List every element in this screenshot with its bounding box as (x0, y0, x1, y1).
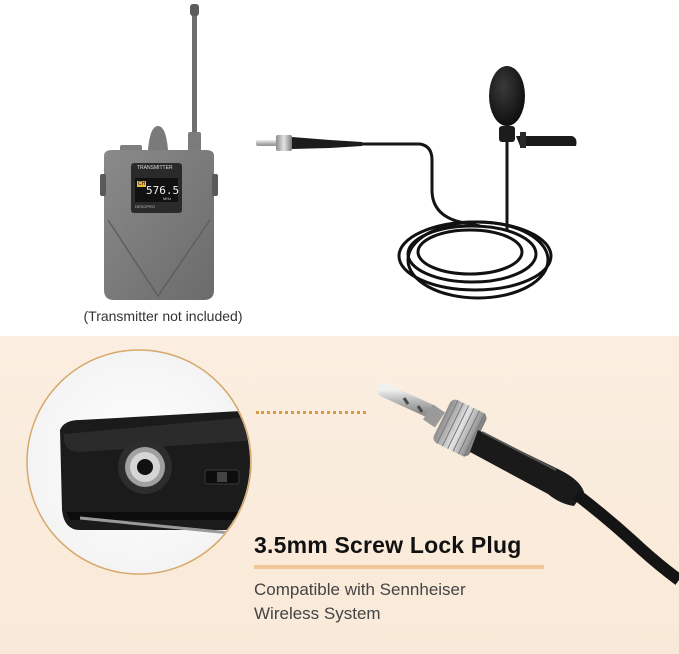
pointer-dots (256, 411, 366, 414)
frequency-readout: 576.5 (146, 184, 180, 197)
compatibility-text: Compatible with Sennheiser Wireless Syst… (254, 578, 466, 626)
headline: 3.5mm Screw Lock Plug (254, 532, 522, 558)
screw-lock-plug (377, 383, 679, 585)
frequency-unit: MHz (163, 196, 172, 201)
compatibility-line-2: Wireless System (254, 604, 381, 623)
lavalier-microphone (256, 66, 577, 300)
jack-closeup (26, 349, 252, 575)
brand-label: DESOPRO (135, 204, 156, 209)
transmitter-screen-title: TRANSMITTER (137, 165, 173, 171)
transmitter-caption: (Transmitter not included) (83, 308, 243, 324)
compatibility-line-1: Compatible with Sennheiser (254, 580, 466, 599)
headline-underline (254, 565, 544, 569)
transmitter-device (100, 4, 218, 300)
channel-badge: CH (137, 181, 147, 187)
